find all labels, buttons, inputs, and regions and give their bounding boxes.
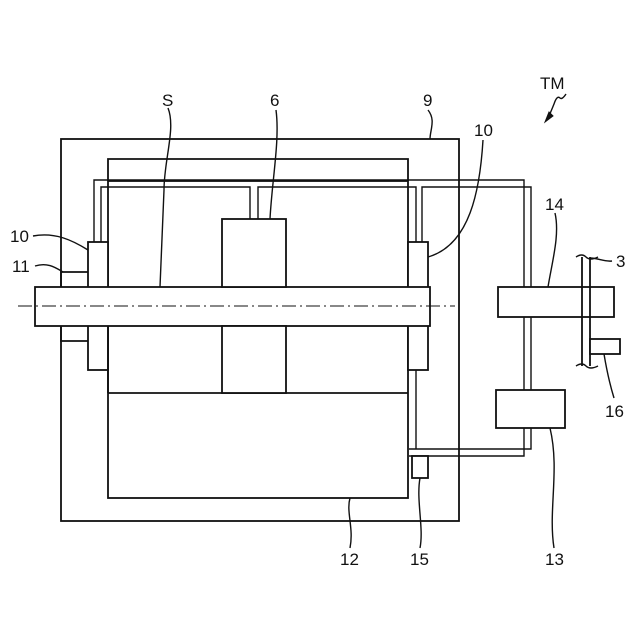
label-9: 9 [423,91,432,110]
label-11: 11 [12,257,30,276]
label-13: 13 [545,550,564,569]
leader-13 [550,428,554,548]
label-10-left: 10 [10,227,29,246]
label-6: 6 [270,91,279,110]
label-16: 16 [605,402,624,421]
label-s: S [162,91,173,110]
rotor-component-lower [222,326,286,393]
label-15: 15 [410,550,429,569]
tm-arrow [549,94,566,116]
label-12: 12 [340,550,359,569]
leader-9 [428,110,432,139]
leader-3 [590,258,612,261]
component-13 [496,390,565,428]
label-14: 14 [545,195,564,214]
wall-3-break-bottom [576,364,598,368]
label-tm: TM [540,74,565,93]
tm-arrow-head [545,112,553,122]
component-14 [498,287,614,317]
label-10-right: 10 [474,121,493,140]
component-16 [590,339,620,354]
rotor-component-6 [222,219,286,287]
leader-14 [548,213,557,287]
leader-16 [604,354,614,398]
label-3: 3 [616,252,625,271]
sensor-15 [412,456,428,478]
leader-11 [35,265,63,272]
